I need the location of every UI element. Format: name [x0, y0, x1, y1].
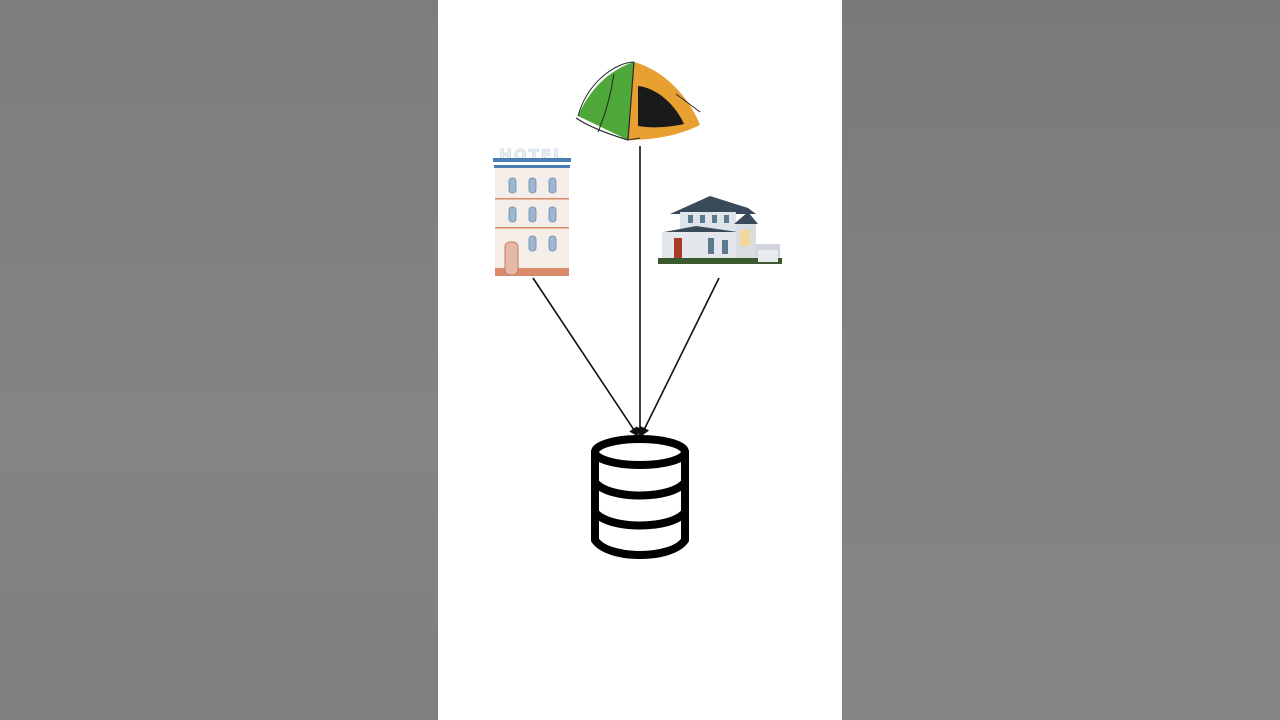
edge-hotel-to-database [532, 277, 639, 437]
hotel-icon: HOTEL [493, 146, 571, 276]
diagram-canvas: HOTEL [493, 61, 782, 559]
left-blur-margin [0, 0, 438, 720]
diagram-panel: HOTEL [438, 0, 842, 720]
database-icon [591, 435, 689, 559]
tent-icon [575, 61, 701, 141]
edge-house-to-database [640, 277, 720, 437]
right-blur-margin [842, 0, 1280, 720]
house-icon [658, 196, 782, 264]
